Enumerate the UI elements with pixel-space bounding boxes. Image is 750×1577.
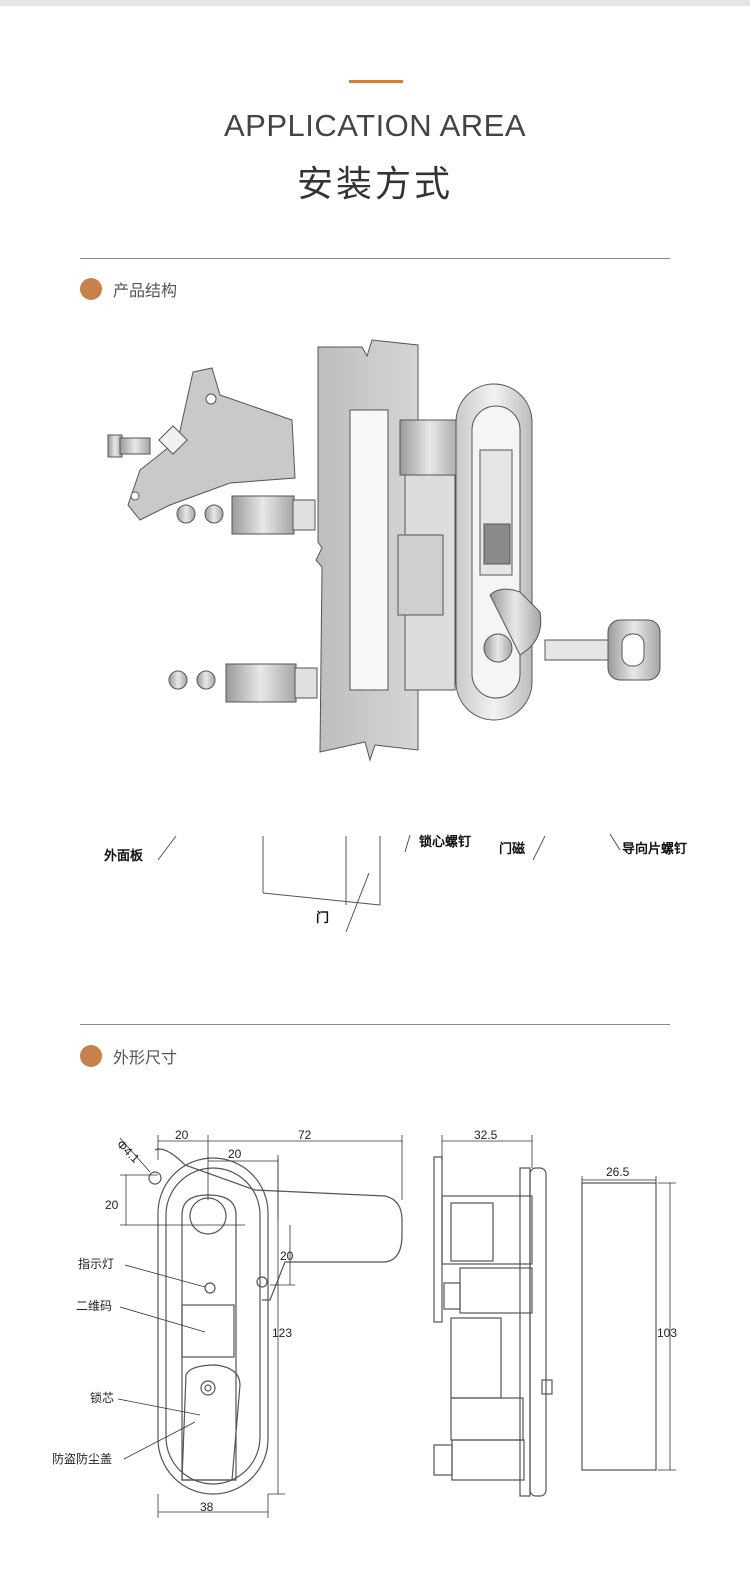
label-indicator: 指示灯 [78,1256,114,1271]
square-hole [158,425,188,455]
side-view-dimension-lines [441,1135,533,1168]
dust-cover [489,588,542,656]
section-divider-2 [80,1024,670,1025]
dim-top-20-inner: 20 [228,1147,242,1161]
qr-code [483,523,511,565]
label-door-magnet: 门磁 [499,841,525,857]
page-title-en: APPLICATION AREA [223,108,526,143]
back-view-drawing [581,1182,657,1471]
structure-callouts [157,833,621,933]
standoff-upper [231,495,295,535]
plate-hole [130,491,140,501]
screw-icon [168,670,188,690]
exploded-assembly-drawing [107,339,661,762]
front-view-leaders [117,1264,206,1460]
panel-cutout [349,409,389,691]
label-outer-panel: 外面板 [103,848,144,864]
front-view-drawing [148,1148,403,1495]
dim-height-123: 123 [272,1326,292,1340]
section-dot-icon [80,278,102,300]
dim-top-20-left: 20 [175,1128,189,1142]
dim-bottom-38: 38 [200,1500,214,1514]
front-view-dimension-lines [119,1135,403,1518]
title-accent-line [349,80,403,83]
section-header-dimensions: 外形尺寸 [80,1044,177,1068]
screw-icon [176,504,196,524]
label-dust-cover: 防盗防尘盖 [52,1451,112,1466]
dim-side-103: 103 [657,1326,677,1340]
dim-top-72: 72 [298,1128,312,1142]
section-dot-icon [80,1045,102,1067]
side-view-drawing [433,1156,553,1497]
section-header-structure: 产品结构 [80,277,177,301]
dim-side-26-5: 26.5 [606,1165,630,1179]
lock-cylinder-top [399,419,461,476]
label-lock-core-screw: 锁心螺钉 [419,834,471,850]
standoff-upper-end [292,499,316,531]
screw-icon [204,504,224,524]
label-guide-plate-screw: 导向片螺钉 [622,841,687,857]
lock-core-icon [483,633,513,663]
plate-hole [205,393,217,405]
standoff-lower-end [294,667,318,699]
section-label-structure: 产品结构 [113,281,178,300]
guide-plate [127,367,296,521]
key-icon [544,619,661,681]
dim-left-20: 20 [105,1198,119,1212]
top-bar [0,0,750,6]
dim-side-32-5: 32.5 [474,1128,498,1142]
screw-icon [196,670,216,690]
page-title-cn: 安装方式 [296,164,453,205]
back-view-dimension-lines [581,1176,676,1471]
guide-screw-icon [107,434,151,458]
standoff-lower [225,663,297,703]
lock-block [397,534,444,616]
label-lock-core: 锁芯 [90,1390,114,1405]
section-divider-1 [80,258,670,259]
dim-phi: Φ4.1 [114,1137,143,1166]
label-door: 门 [316,910,329,926]
label-qr-code: 二维码 [76,1299,112,1313]
dim-right-20: 20 [280,1249,294,1263]
section-label-dimensions: 外形尺寸 [113,1048,178,1067]
